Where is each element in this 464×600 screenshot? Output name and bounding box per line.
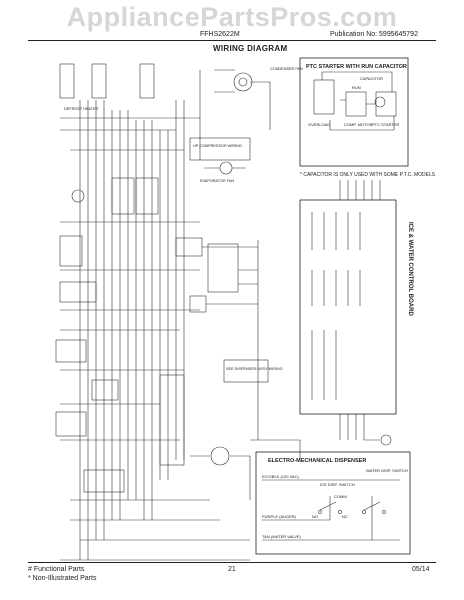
footer-date: 05/14 [412,566,430,573]
dispenser-title: ELECTRO-MECHANICAL DISPENSER [268,458,366,464]
motor-symbol-top [233,72,253,92]
header-rule [28,40,436,41]
no-label: NO [312,514,318,519]
purple-auger-label: PURPLE (AUGER) [262,514,297,519]
ptc-starter-panel: PTC STARTER WITH RUN CAPACITOR OVERLOAD … [299,57,409,167]
ice-switch-label: ICE DISP. SWITCH [320,482,355,487]
dispenser-panel: ELECTRO-MECHANICAL DISPENSER ICE DISP. S… [255,451,411,555]
see-dispenser-label: SEE DISPENSER ASSY WIRING [226,367,283,371]
ptc-note: * CAPACITOR IS ONLY USED WITH SOME P.T.C… [300,172,436,178]
component-left-1 [59,63,75,99]
evaporator-fan-label: EVAPORATOR FAN [200,179,234,183]
ptc-overload-label: OVERLOAD [308,122,330,127]
footer-non-illustrated: * Non-Illustrated Parts [28,575,97,582]
ptc-starter-label: PTC STARTER [372,122,400,127]
ptc-run-label: RUN [352,85,361,90]
comm-label: COMM [334,494,347,499]
footer-rule [28,562,436,563]
component-left-3 [139,63,155,99]
page-title: WIRING DIAGRAM [213,44,288,53]
ice-water-control-board: ICE & WATER CONTROL BOARD [299,180,413,446]
condenser-fan-label: CONDENSER FAN [270,67,303,71]
control-board-title: ICE & WATER CONTROL BOARD [407,222,413,316]
compressor-wiring-box [189,137,251,161]
ptc-title: PTC STARTER WITH RUN CAPACITOR [306,64,407,70]
defrost-heater-label: DEFROST HEATER [64,107,99,111]
watermark-logo: AppliancePartsPros.com [66,2,398,32]
nc-label: NC [342,514,348,519]
compressor-wiring-label: HP COMPRESSOR WIRING [193,144,242,148]
publication-number: Publication No: 5995645792 [330,31,418,38]
thermistor-symbol [71,189,85,203]
ptc-comp-motor-label: COMP. MOTOR [344,122,373,127]
model-number: FFHS2622M [200,31,240,38]
eco-blk-label: ECO/BLK (120 VAC) [262,474,299,479]
fan-motor-symbol [219,161,233,175]
ptc-capacitor-label: CAPACITOR [360,76,383,81]
ac-motor-symbol [210,446,230,466]
water-switch-label: WATER DISP. SWITCH [366,468,408,473]
component-left-2 [91,63,107,99]
footer-functional-parts: # Functional Parts [28,566,85,573]
tan-water-valve-label: TAN (WATER VALVE) [262,534,302,539]
page-number: 21 [228,566,236,573]
